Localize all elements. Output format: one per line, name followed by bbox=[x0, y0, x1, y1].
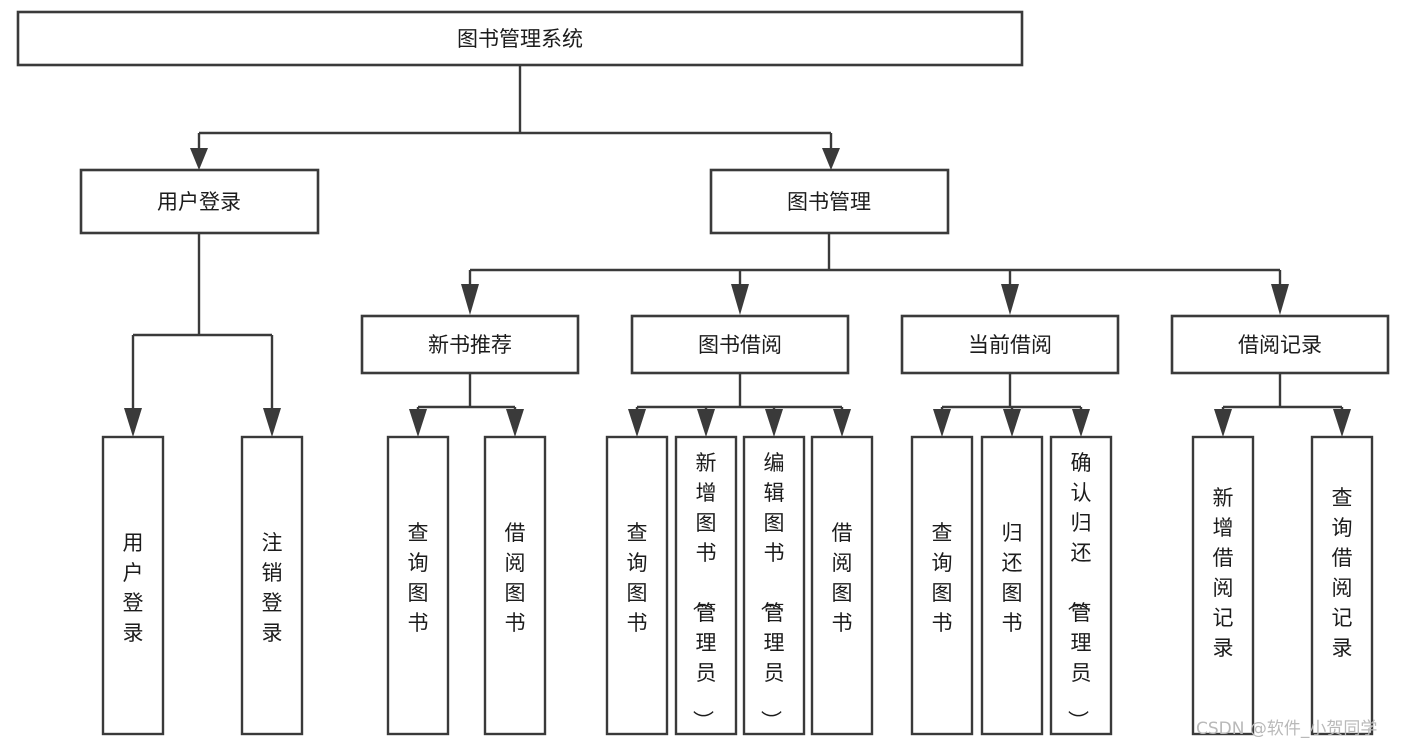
leaf-user-login-1[interactable]: 用户登录 bbox=[101, 435, 165, 736]
leaf-borrow-3-label: 编辑图书（管理员） bbox=[759, 451, 785, 731]
leaf-record-2-label: 查询借阅记录 bbox=[1332, 486, 1353, 660]
leaf-record-2-box[interactable] bbox=[1310, 435, 1374, 736]
leaf-borrow-2-label: 新增图书（管理员） bbox=[691, 451, 717, 731]
arrow-head-recommend-1 bbox=[409, 409, 427, 437]
arrow-head-record-2 bbox=[1333, 409, 1351, 437]
node-new-book-recommend-box[interactable] bbox=[360, 314, 580, 375]
leaf-borrow-4-label: 借阅图书 bbox=[832, 521, 853, 635]
arrow-head-level2-4 bbox=[1271, 284, 1289, 315]
leaf-borrow-1[interactable]: 查询图书 bbox=[605, 435, 669, 736]
node-borrow-record-box[interactable] bbox=[1170, 314, 1390, 375]
leaf-current-1-label: 查询图书 bbox=[932, 521, 953, 635]
node-user-login-box[interactable] bbox=[79, 168, 320, 235]
connector-layer bbox=[124, 65, 1351, 437]
leaf-borrow-3-box[interactable] bbox=[742, 435, 806, 736]
leaf-current-1-box[interactable] bbox=[910, 435, 974, 736]
arrow-head-level2-2 bbox=[731, 284, 749, 315]
leaf-current-2-label: 归还图书 bbox=[1002, 521, 1023, 635]
leaf-borrow-3[interactable]: 编辑图书（管理员） bbox=[742, 435, 806, 736]
arrow-head-level2-1 bbox=[461, 284, 479, 315]
leaf-recommend-1[interactable]: 查询图书 bbox=[386, 435, 450, 736]
node-root-label: 图书管理系统 bbox=[457, 27, 583, 51]
arrow-head-borrow-3 bbox=[765, 409, 783, 437]
arrow-head-current-1 bbox=[933, 409, 951, 437]
leaf-borrow-1-label: 查询图书 bbox=[627, 521, 648, 635]
arrow-head-login-child2 bbox=[263, 408, 281, 437]
leaf-borrow-4-box[interactable] bbox=[810, 435, 874, 736]
node-book-management-box[interactable] bbox=[709, 168, 950, 235]
leaf-recommend-1-label: 查询图书 bbox=[408, 521, 429, 635]
leaf-user-login-1-label: 用户登录 bbox=[123, 531, 144, 645]
leaf-current-2[interactable]: 归还图书 bbox=[980, 435, 1044, 736]
node-user-login[interactable]: 用户登录 bbox=[79, 168, 320, 235]
leaf-current-3[interactable]: 确认归还（管理员） bbox=[1049, 435, 1113, 736]
leaf-current-2-box[interactable] bbox=[980, 435, 1044, 736]
arrow-head-level2-3 bbox=[1001, 284, 1019, 315]
leaf-current-3-label: 确认归还（管理员） bbox=[1066, 451, 1092, 731]
arrow-head-borrow-4 bbox=[833, 409, 851, 437]
leaf-user-login-2-box[interactable] bbox=[240, 435, 304, 736]
leaf-user-login-2-label: 注销登录 bbox=[262, 531, 283, 645]
leaf-user-login-2[interactable]: 注销登录 bbox=[240, 435, 304, 736]
arrow-head-current-2 bbox=[1003, 409, 1021, 437]
arrow-head-record-1 bbox=[1214, 409, 1232, 437]
node-user-login-label: 用户登录 bbox=[157, 190, 241, 214]
node-current-borrow[interactable]: 当前借阅 bbox=[900, 314, 1120, 375]
leaf-borrow-4[interactable]: 借阅图书 bbox=[810, 435, 874, 736]
node-borrow-record-label: 借阅记录 bbox=[1238, 333, 1322, 357]
leaf-record-2[interactable]: 查询借阅记录 bbox=[1310, 435, 1374, 736]
leaf-record-1-box[interactable] bbox=[1191, 435, 1255, 736]
node-book-borrow-box[interactable] bbox=[630, 314, 850, 375]
leaf-recommend-2-box[interactable] bbox=[483, 435, 547, 736]
arrow-head-bookmgmt bbox=[822, 148, 840, 170]
leaf-borrow-2[interactable]: 新增图书（管理员） bbox=[674, 435, 738, 736]
leaf-recommend-1-box[interactable] bbox=[386, 435, 450, 736]
node-borrow-record[interactable]: 借阅记录 bbox=[1170, 314, 1390, 375]
node-current-borrow-box[interactable] bbox=[900, 314, 1120, 375]
leaf-borrow-1-box[interactable] bbox=[605, 435, 669, 736]
node-book-borrow[interactable]: 图书借阅 bbox=[630, 314, 850, 375]
node-new-book-recommend[interactable]: 新书推荐 bbox=[360, 314, 580, 375]
leaf-recommend-2[interactable]: 借阅图书 bbox=[483, 435, 547, 736]
arrow-head-login bbox=[190, 148, 208, 170]
arrow-head-recommend-2 bbox=[506, 409, 524, 437]
node-root-box[interactable] bbox=[16, 10, 1024, 67]
arrow-head-borrow-1 bbox=[628, 409, 646, 437]
leaf-record-1-label: 新增借阅记录 bbox=[1213, 486, 1234, 660]
watermark-label: CSDN @软件_小贺同学 bbox=[1196, 719, 1377, 739]
leaf-current-1[interactable]: 查询图书 bbox=[910, 435, 974, 736]
node-book-management[interactable]: 图书管理 bbox=[709, 168, 950, 235]
arrow-head-current-3 bbox=[1072, 409, 1090, 437]
leaf-borrow-2-box[interactable] bbox=[674, 435, 738, 736]
leaf-record-1[interactable]: 新增借阅记录 bbox=[1191, 435, 1255, 736]
node-new-book-recommend-label: 新书推荐 bbox=[428, 333, 512, 357]
arrow-head-login-child1 bbox=[124, 408, 142, 437]
arrow-head-borrow-2 bbox=[697, 409, 715, 437]
node-current-borrow-label: 当前借阅 bbox=[968, 333, 1052, 357]
leaf-current-3-box[interactable] bbox=[1049, 435, 1113, 736]
leaf-user-login-1-box[interactable] bbox=[101, 435, 165, 736]
node-root[interactable]: 图书管理系统 bbox=[16, 10, 1024, 67]
node-book-management-label: 图书管理 bbox=[787, 190, 871, 214]
leaf-recommend-2-label: 借阅图书 bbox=[505, 521, 526, 635]
node-book-borrow-label: 图书借阅 bbox=[698, 333, 782, 357]
